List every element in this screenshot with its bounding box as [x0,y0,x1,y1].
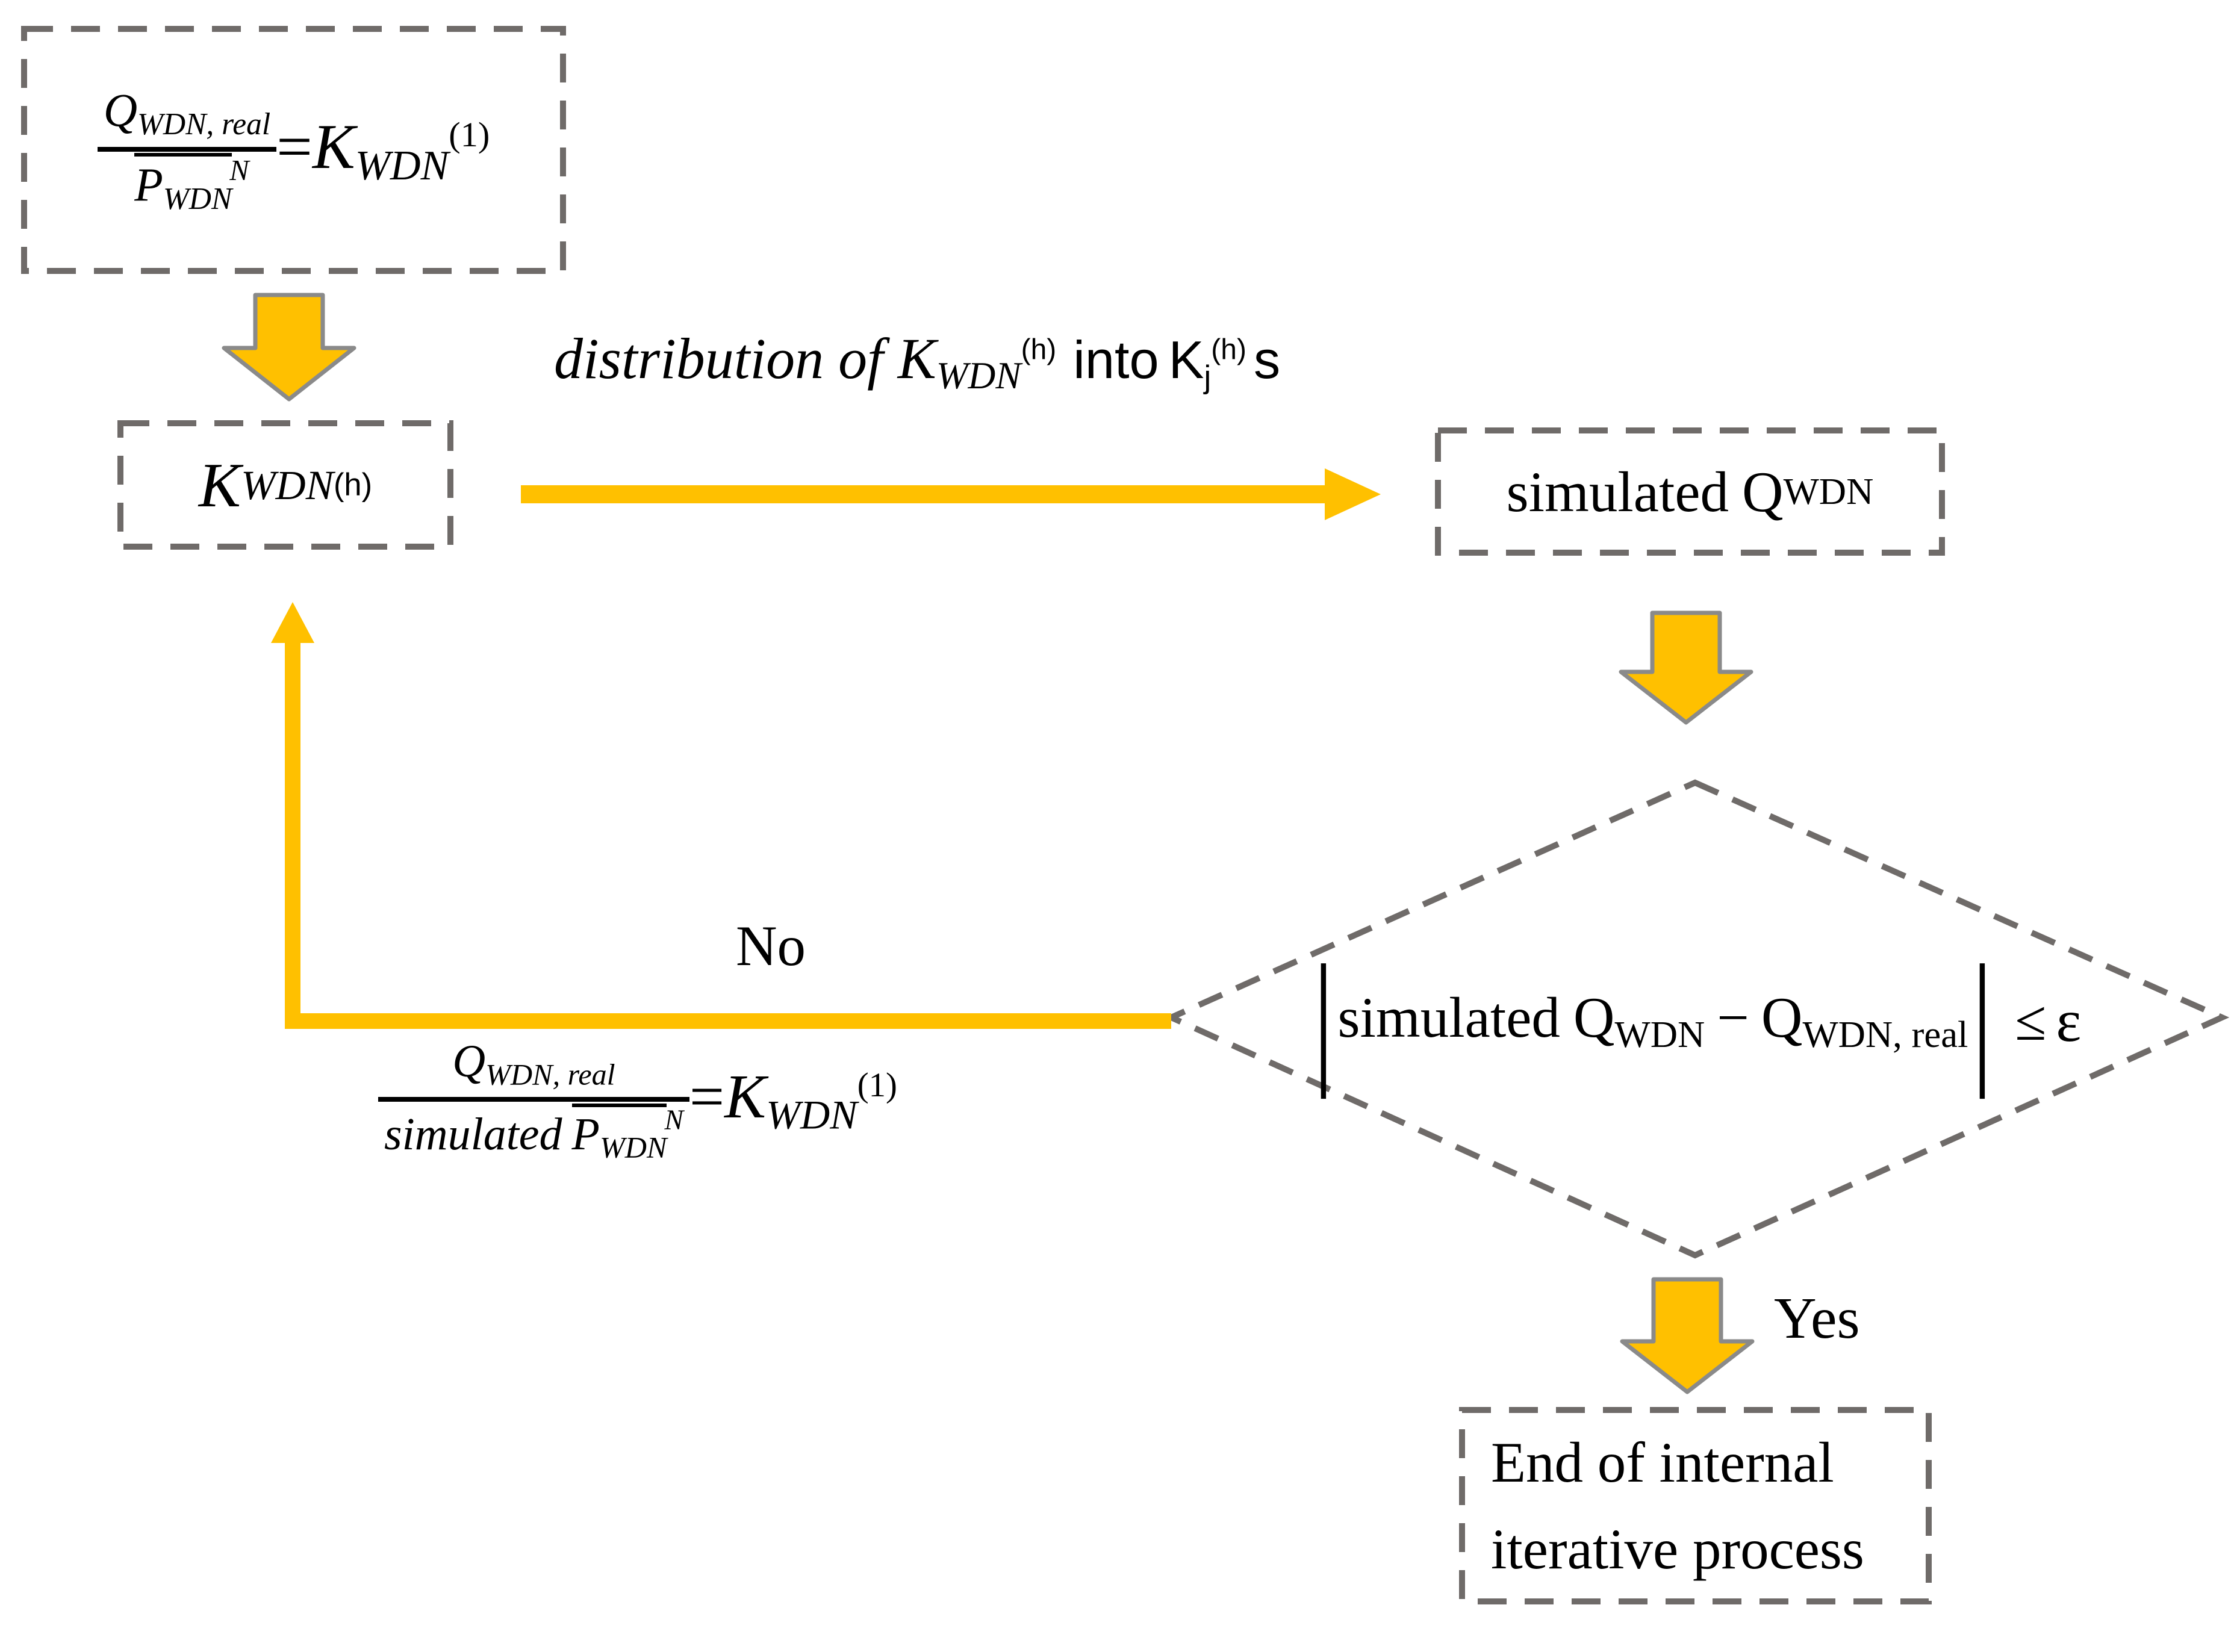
plural-s-text: s [1253,330,1281,390]
initial-fraction-denominator: PWDNN [119,153,255,217]
less-equal-sign: ≤ [2015,989,2047,1052]
fraction-bar [378,1096,689,1102]
absolute-value-bar-right: | [1972,941,1993,1099]
decision-diamond-border [1163,779,2230,1259]
distribute-right-arrow [521,468,1381,520]
minus-sign: − [1717,986,1749,1050]
no-text: No [735,914,806,978]
q-subscript: WDN, real [137,107,271,141]
p-overline: PWDN [134,153,232,216]
kwdn-superscript-h: (h) [1021,334,1057,366]
return-formula-rhs: =KWDN(1) [689,1061,897,1138]
q-subscript: WDN [1783,470,1874,512]
q-sim-subscript: WDN [1614,1013,1705,1055]
initial-formula: QWDN, real PWDNN =KWDN(1) [24,29,563,271]
q-symbol: Q [103,83,138,136]
equals-sign: = [276,111,313,182]
k-superscript: (1) [857,1066,897,1105]
distribution-lead-text: distribution of [554,326,898,391]
initial-formula-rhs: =KWDN(1) [276,110,490,190]
p-symbol: P [571,1109,600,1160]
simulated-q-box-border [1435,427,1945,556]
initial-formula-box-border [21,26,566,274]
q-subscript: WDN, real [485,1057,615,1092]
initial-fraction-numerator: QWDN, real [98,83,276,142]
k-subscript: WDN [355,142,449,189]
kj-superscript-h: (h) [1211,334,1246,366]
yes-text: Yes [1774,1286,1860,1351]
p-overline: PWDN [571,1104,667,1164]
down-block-arrow-initial-to-k [222,293,356,402]
p-symbol: P [134,158,163,211]
simulated-text: simulated [1506,459,1729,524]
no-branch-label: No [699,913,843,979]
return-fraction-numerator: QWDN, real [446,1036,621,1092]
k-symbol: K [198,450,241,520]
no-return-arrowhead [271,602,314,643]
k-symbol: K [724,1063,767,1132]
p-subscript: WDN [599,1130,667,1164]
n-exponent: N [664,1104,683,1136]
kj-symbol: K [1168,330,1204,390]
no-return-line [285,643,1171,1029]
q-sim-symbol: Q [1573,986,1615,1050]
down-block-arrow-sim-to-decision [1619,610,1753,725]
fraction-bar [97,146,277,152]
q-symbol: Q [452,1036,486,1087]
simulated-prefix: simulated [384,1109,562,1160]
k-symbol: K [312,111,355,182]
k-subscript: WDN [240,461,334,508]
kwdn-box-border [117,420,453,550]
q-symbol: Q [1742,459,1784,524]
kj-subscript: j [1204,359,1212,395]
simulated-text: simulated [1337,986,1560,1050]
n-exponent: N [229,154,249,187]
initial-fraction: QWDN, real PWDNN [97,83,277,217]
equals-sign: = [689,1063,725,1132]
end-box: End of internal iterative process [1462,1410,1929,1601]
end-box-line1: End of internal [1491,1430,1834,1494]
down-block-arrow-yes [1620,1277,1755,1394]
k-superscript-h: (h) [333,467,373,503]
kwdn-symbol: K [897,326,936,391]
absolute-value-bar-left: | [1313,941,1334,1099]
p-subscript: WDN [163,182,232,217]
k-subscript: WDN [766,1092,857,1138]
into-text: into [1073,330,1159,390]
kwdn-subscript: WDN [936,355,1021,397]
q-real-symbol: Q [1761,986,1803,1050]
q-real-subscript: WDN, real [1802,1013,1968,1055]
k-superscript: (1) [449,114,490,154]
end-box-line2: iterative process [1491,1517,1864,1581]
yes-branch-label: Yes [1774,1285,1860,1352]
epsilon-symbol: ε [2056,987,2082,1054]
